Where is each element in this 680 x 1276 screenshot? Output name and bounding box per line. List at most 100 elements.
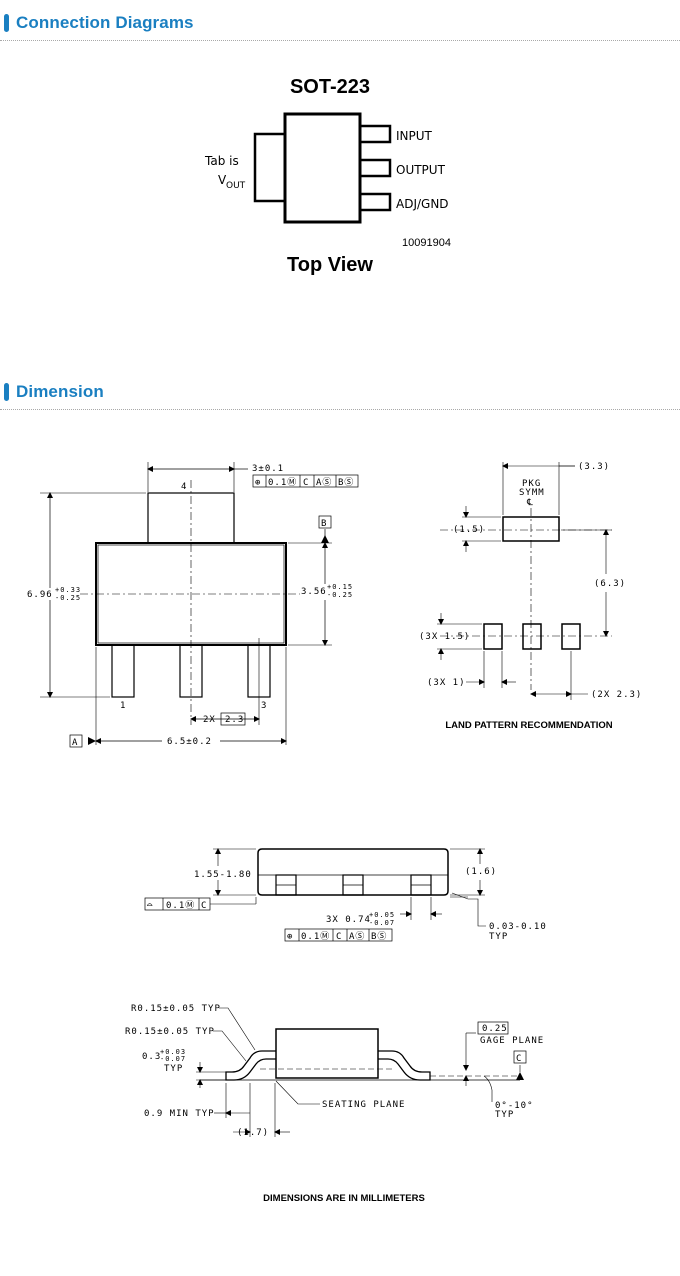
land-pad-3 <box>561 623 581 650</box>
dim-text: 6.5±0.2 <box>167 737 212 747</box>
dim-text: (3X 1) <box>427 678 466 688</box>
dim-text: 3±0.1 <box>252 464 284 474</box>
dim-tolerance: +0.15 <box>327 583 353 591</box>
tab-label: Tab is <box>204 154 239 168</box>
dim-text: (1.6) <box>465 867 497 877</box>
top-view-drawing <box>40 462 332 745</box>
dim-text: (1.5) <box>453 525 485 535</box>
side-body <box>257 848 449 896</box>
basic-dim-box <box>220 712 246 726</box>
dim-text: SEATING PLANE <box>322 1100 405 1110</box>
side-view-drawing <box>213 848 486 927</box>
pin-number: 4 <box>181 482 187 492</box>
pin-number: 3 <box>261 701 267 711</box>
datum-c-symbol <box>516 1072 524 1080</box>
position-fcf: ⊕ 0.1Ⓜ C AⓈ BⓈ <box>284 928 393 942</box>
pin-label: OUTPUT <box>396 163 446 177</box>
dim-text: 1.55-1.80 <box>194 870 252 880</box>
lead-right <box>378 1050 431 1081</box>
dim-text: 2X <box>203 715 216 725</box>
dim-text: 3X 0.74 <box>326 915 371 925</box>
datum-a-symbol <box>88 737 96 745</box>
svg-text:C: C <box>336 932 342 942</box>
dim-text: 0.03-0.10 <box>489 922 547 932</box>
dim-tolerance: -0.25 <box>55 594 81 602</box>
view-title: Top View <box>287 254 373 276</box>
dim-tolerance: -0.07 <box>160 1055 186 1063</box>
pin-label: INPUT <box>396 129 433 143</box>
flatness-fcf: ⌓ 0.1Ⓜ C <box>144 897 257 911</box>
dimension-header: Dimension <box>0 371 680 411</box>
fcf-cell: C <box>303 478 309 488</box>
svg-text:BⓈ: BⓈ <box>371 931 387 942</box>
land-pattern <box>437 462 612 700</box>
pkg-symm-label: SYMM <box>519 488 545 498</box>
dim-text: TYP <box>489 932 508 942</box>
dim-tolerance: +0.05 <box>369 911 395 919</box>
svg-text:C: C <box>516 1054 522 1064</box>
datum-a-label: A <box>69 734 83 748</box>
section-divider <box>0 40 680 41</box>
section-marker <box>4 14 9 32</box>
dim-text: 6.96 <box>27 590 53 600</box>
dim-text: TYP <box>495 1110 514 1120</box>
svg-text:0.1Ⓜ: 0.1Ⓜ <box>166 900 195 911</box>
tab-v: V <box>218 173 227 187</box>
land-caption: LAND PATTERN RECOMMENDATION <box>445 720 612 731</box>
basic-dim-box <box>477 1021 509 1035</box>
package-title: SOT-223 <box>290 76 370 98</box>
section-title: Dimension <box>16 382 104 401</box>
dim-text: GAGE PLANE <box>480 1036 544 1046</box>
figure-id: 10091904 <box>402 237 451 249</box>
dim-tolerance: +0.03 <box>160 1048 186 1056</box>
svg-text:⊕: ⊕ <box>287 932 293 942</box>
dim-text: (3.3) <box>578 462 610 472</box>
datum-b-label: B <box>318 515 332 529</box>
land-pad-1 <box>483 623 503 650</box>
tab <box>253 132 287 203</box>
dim-text: 0.25 <box>482 1024 508 1034</box>
svg-text:AⓈ: AⓈ <box>349 931 365 942</box>
dim-text: 2.3 <box>225 715 244 725</box>
svg-text:B: B <box>321 519 327 529</box>
dim-tolerance: -0.25 <box>327 591 353 599</box>
connection-diagrams-header: Connection Diagrams <box>0 2 680 42</box>
section-marker <box>4 383 9 401</box>
pin-input <box>358 124 392 144</box>
lead-1 <box>111 644 135 698</box>
dim-text: 0°-10° <box>495 1101 534 1111</box>
pin-output <box>358 158 392 178</box>
dim-text: (2X 2.3) <box>591 690 642 700</box>
dim-tolerance: +0.33 <box>55 586 81 594</box>
dim-text: R0.15±0.05 TYP <box>125 1027 215 1037</box>
dim-text: 0.9 MIN TYP <box>144 1109 215 1119</box>
dim-text: (1.7) <box>237 1128 269 1138</box>
svg-text:0.1Ⓜ: 0.1Ⓜ <box>301 931 330 942</box>
dim-text: (3X 1.5) <box>419 632 470 642</box>
pin-number: 1 <box>120 701 126 711</box>
connection-diagram: SOT-223 INPUT OUTPUT ADJ/GND Tab is V OU… <box>204 76 451 276</box>
datum-b-symbol <box>321 535 329 543</box>
svg-text:C: C <box>201 901 207 911</box>
package-body <box>283 112 362 224</box>
detail-body <box>275 1028 379 1079</box>
lead-left <box>225 1050 276 1081</box>
dim-tolerance: -0.07 <box>369 919 395 927</box>
centerline-symbol: ℄ <box>526 498 534 508</box>
fcf-cell: 0.1Ⓜ <box>268 477 297 488</box>
fcf-cell: AⓈ <box>316 477 332 488</box>
pin-adj-gnd <box>358 192 392 212</box>
dim-text: TYP <box>164 1064 183 1074</box>
section-title: Connection Diagrams <box>16 13 194 32</box>
dim-text: 3.56 <box>301 587 327 597</box>
feature-control-frame: ⊕ 0.1Ⓜ C AⓈ BⓈ <box>252 474 359 488</box>
dim-text: R0.15±0.05 TYP <box>131 1004 221 1014</box>
datum-c-label: C <box>513 1050 527 1064</box>
dim-text: (6.3) <box>594 579 626 589</box>
svg-text:A: A <box>72 738 78 748</box>
lead-detail-drawing <box>196 1007 521 1137</box>
units-note: DIMENSIONS ARE IN MILLIMETERS <box>263 1193 425 1204</box>
land-pad-2 <box>522 623 542 650</box>
pkg-symm-label: PKG <box>522 479 541 489</box>
